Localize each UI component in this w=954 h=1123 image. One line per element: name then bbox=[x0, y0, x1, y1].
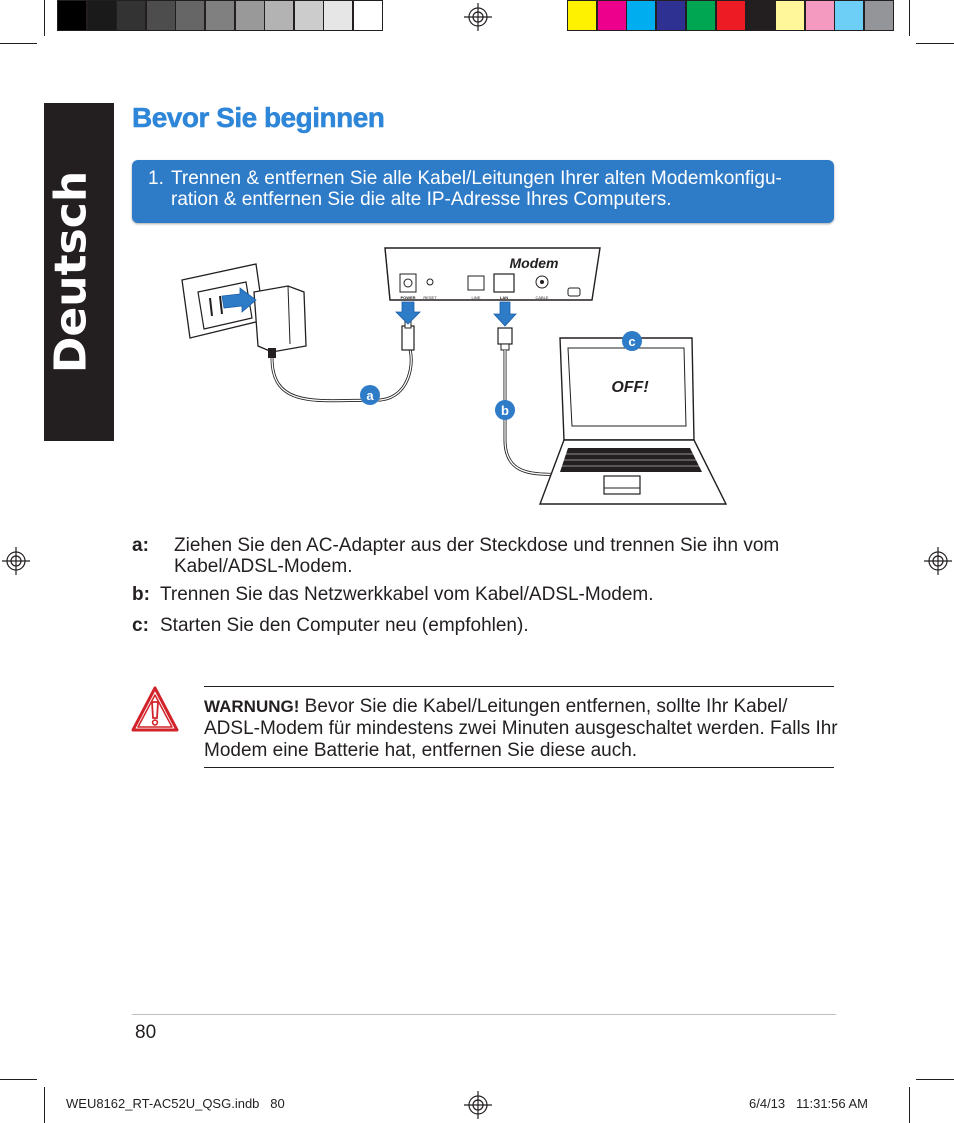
item-text-b: Trennen Sie das Netzwerkkabel vom Kabel/… bbox=[160, 584, 654, 605]
color-swatch bbox=[596, 0, 627, 31]
laptop-screen-text: OFF! bbox=[611, 379, 649, 396]
page-number: 80 bbox=[135, 1022, 157, 1043]
gray-swatch bbox=[234, 0, 265, 31]
color-swatch bbox=[715, 0, 746, 31]
port-label-reset: RESET bbox=[423, 295, 437, 300]
power-plug-icon bbox=[395, 301, 421, 351]
registration-mark-icon bbox=[924, 547, 952, 575]
callout-c: c bbox=[628, 334, 635, 349]
print-slug-left: WEU8162_RT-AC52U_QSG.indb 80 bbox=[66, 1096, 285, 1111]
item-label-a: a: bbox=[132, 535, 149, 556]
warning-icon bbox=[131, 686, 179, 732]
warning-label: WARNUNG! bbox=[204, 697, 300, 716]
gray-swatch bbox=[145, 0, 176, 31]
gray-swatch bbox=[353, 0, 383, 31]
gray-swatch bbox=[205, 0, 235, 31]
registration-mark-icon bbox=[2, 547, 30, 575]
gray-swatch bbox=[264, 0, 295, 31]
crop-mark bbox=[916, 1079, 954, 1080]
gray-swatch bbox=[57, 0, 87, 31]
print-slug-right: 6/4/13 11:31:56 AM bbox=[749, 1096, 869, 1111]
crop-mark bbox=[916, 43, 954, 44]
unplug-arrow-icon bbox=[221, 287, 257, 313]
network-plug-icon bbox=[493, 301, 517, 351]
crop-mark bbox=[909, 0, 910, 36]
warning-text: WARNUNG! Bevor Sie die Kabel/Leitungen e… bbox=[204, 696, 838, 762]
item-text-c: Starten Sie den Computer neu (empfohlen)… bbox=[160, 615, 529, 636]
step-text: Trennen & entfernen Sie alle Kabel/Leitu… bbox=[171, 168, 782, 210]
gray-swatch bbox=[86, 0, 117, 31]
language-side-tab-label: Deutsch bbox=[45, 170, 97, 374]
color-swatch bbox=[774, 0, 805, 31]
warning-body: Bevor Sie die Kabel/Leitungen entfernen,… bbox=[204, 696, 838, 761]
page-title: Bevor Sie beginnen bbox=[132, 102, 385, 134]
color-swatch bbox=[626, 0, 657, 31]
port-label-line: LINE bbox=[472, 295, 481, 300]
item-label-b: b: bbox=[132, 584, 150, 605]
connection-diagram: Modem POWER RESET LINE LAN CABLE OFF! a … bbox=[181, 247, 728, 505]
gray-swatch bbox=[323, 0, 354, 31]
page-footer-rule bbox=[132, 1014, 836, 1015]
color-swatch bbox=[567, 0, 597, 31]
port-label-power: POWER bbox=[400, 295, 415, 300]
color-swatch bbox=[834, 0, 865, 31]
step-number: 1. bbox=[148, 168, 164, 189]
modem-label: Modem bbox=[510, 255, 559, 271]
laptop-icon bbox=[538, 337, 728, 505]
modem-icon bbox=[384, 247, 601, 301]
color-swatch bbox=[656, 0, 687, 31]
item-text-a: Ziehen Sie den AC-Adapter aus der Steckd… bbox=[174, 535, 780, 577]
item-label-c: c: bbox=[132, 615, 149, 636]
gray-swatch bbox=[175, 0, 206, 31]
gray-swatch bbox=[116, 0, 147, 31]
crop-mark bbox=[44, 0, 45, 36]
registration-mark-icon bbox=[464, 3, 492, 31]
registration-mark-icon bbox=[464, 1091, 492, 1119]
color-swatch bbox=[864, 0, 894, 31]
callout-a: a bbox=[366, 388, 374, 403]
ac-adapter-icon bbox=[253, 285, 307, 358]
language-side-tab bbox=[44, 103, 114, 441]
gray-swatch bbox=[293, 0, 324, 31]
callout-b: b bbox=[501, 403, 509, 418]
color-swatch bbox=[685, 0, 716, 31]
step-box: 1. Trennen & entfernen Sie alle Kabel/Le… bbox=[132, 160, 834, 223]
port-label-lan: LAN bbox=[500, 295, 508, 300]
color-swatch bbox=[745, 0, 776, 31]
warning-rule-top bbox=[204, 686, 834, 687]
crop-mark bbox=[44, 1087, 45, 1123]
color-swatch bbox=[804, 0, 835, 31]
crop-mark bbox=[0, 43, 37, 44]
warning-rule-bottom bbox=[204, 767, 834, 768]
port-label-cable: CABLE bbox=[535, 295, 548, 300]
crop-mark bbox=[0, 1079, 37, 1080]
crop-mark bbox=[909, 1087, 910, 1123]
